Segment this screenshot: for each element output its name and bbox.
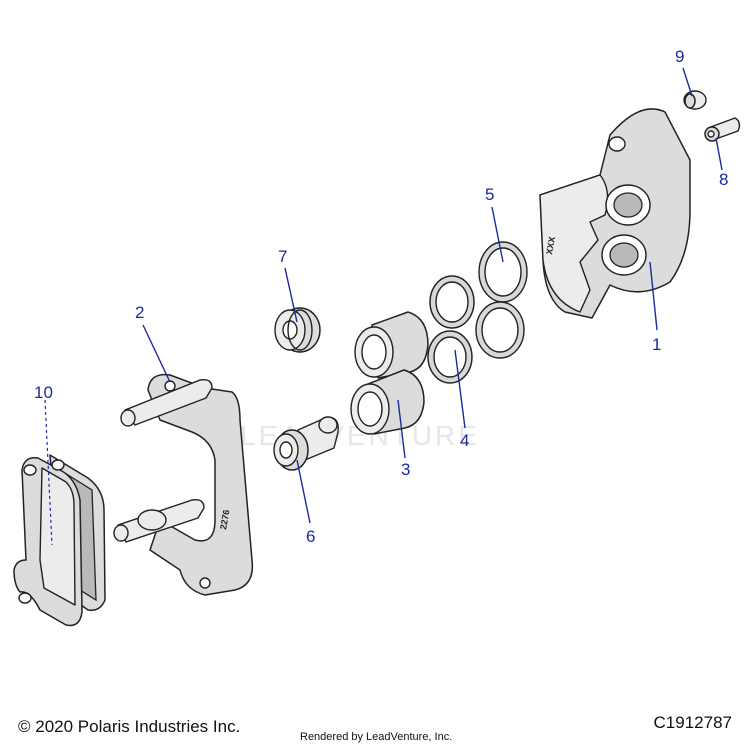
leader-lines [44, 67, 723, 546]
part-2-mounting-bracket[interactable]: 2276 [113, 373, 254, 596]
part-8-bleeder-screw[interactable] [704, 117, 741, 142]
part-10-brake-pads[interactable] [13, 454, 106, 627]
caliper-stamp: XXX [544, 236, 557, 255]
callout-2: 2 [135, 303, 144, 322]
diagram-code: C1912787 [653, 713, 732, 732]
part-7-boot[interactable] [274, 307, 321, 353]
callout-5: 5 [485, 185, 494, 204]
part-1-caliper-body[interactable]: XXX [539, 108, 691, 319]
callout-7: 7 [278, 247, 287, 266]
callout-1: 1 [652, 335, 661, 354]
part-9-bleeder-cap[interactable] [683, 90, 707, 110]
part-4-dust-seals[interactable] [427, 275, 475, 384]
bracket-stamp: 2276 [218, 509, 231, 530]
copyright-text: © 2020 Polaris Industries Inc. [18, 717, 241, 736]
callout-9: 9 [675, 47, 684, 66]
callout-6: 6 [306, 527, 315, 546]
callout-3: 3 [401, 460, 410, 479]
callout-10: 10 [34, 383, 53, 402]
part-3-pistons[interactable] [350, 311, 429, 435]
callout-4: 4 [460, 431, 469, 450]
part-6-slide-pin[interactable] [273, 416, 339, 471]
part-5-piston-seals[interactable] [475, 241, 528, 359]
rendered-by-text: Rendered by LeadVenture, Inc. [300, 731, 453, 743]
callout-8: 8 [719, 170, 728, 189]
callouts: 1 2 3 4 5 6 7 8 9 10 [34, 47, 728, 546]
